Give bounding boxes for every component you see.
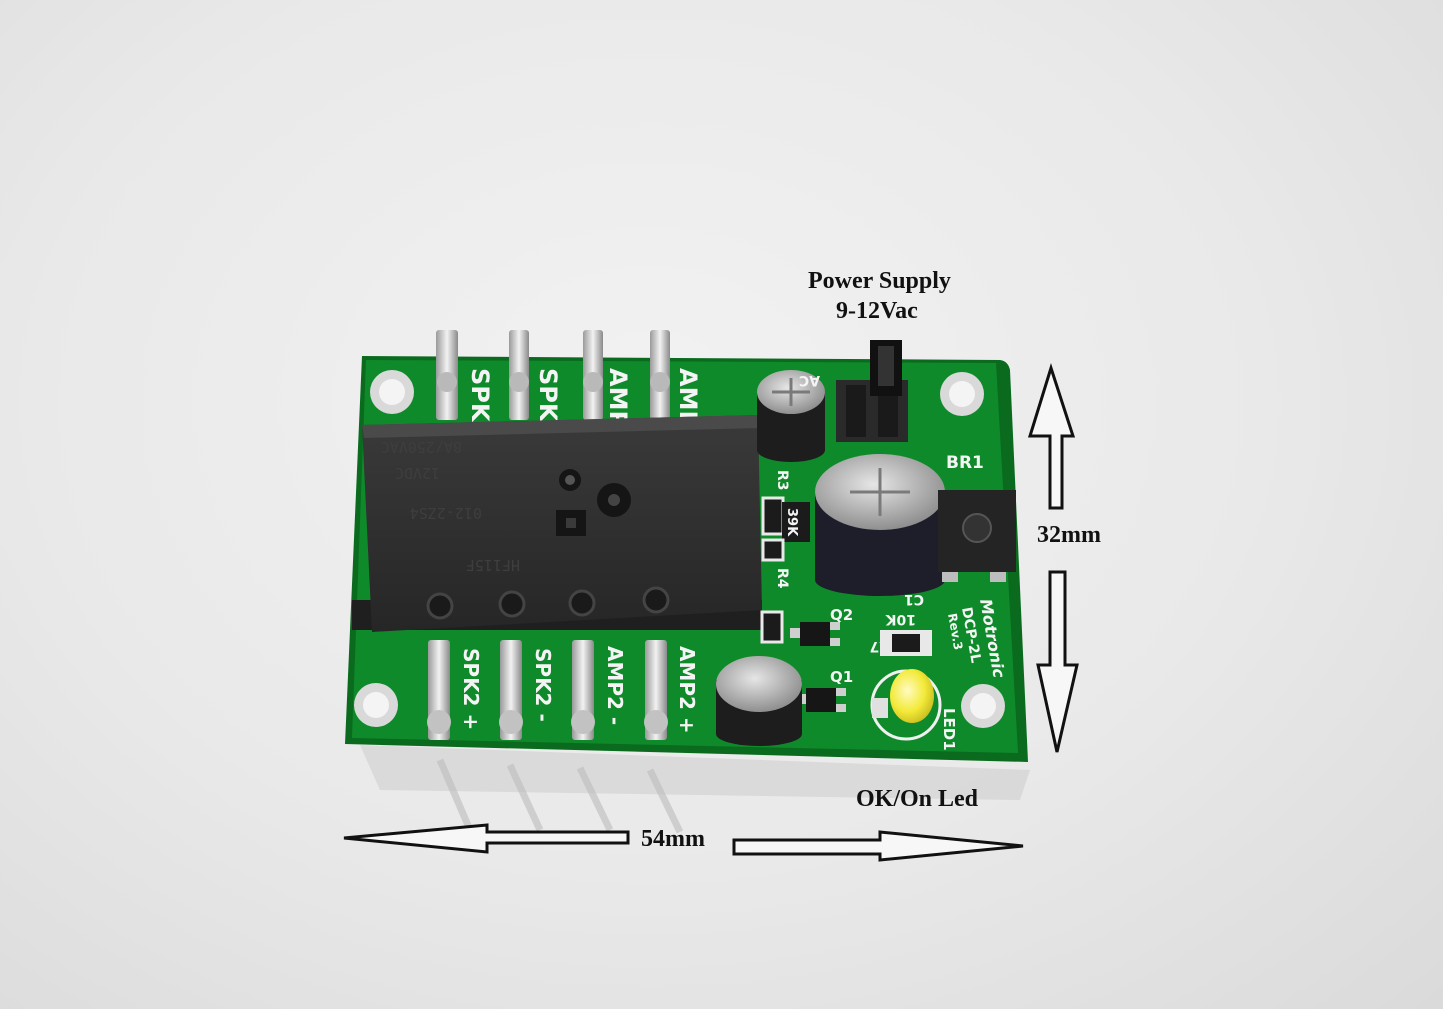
bottom-header-label: AMP2 - (603, 646, 627, 725)
width-arrow-left (343, 823, 630, 854)
power-connector (836, 340, 908, 442)
resistor-39k: 39K (782, 502, 810, 542)
bottom-header-label: SPK2 + (459, 648, 483, 730)
relay-pins (426, 586, 670, 620)
header-pin (427, 640, 451, 740)
mounting-hole (940, 372, 984, 416)
board-shadow (360, 745, 1030, 834)
c1-label: C1 (904, 591, 924, 607)
header-pin (499, 640, 523, 740)
header-pin (583, 330, 603, 420)
power-supply-label: Power Supply (808, 268, 951, 294)
top-header-label: AMP (604, 368, 632, 428)
smd-resistors: 39K (760, 496, 932, 656)
led-label: OK/On Led (856, 786, 979, 812)
r3-label: R3 (774, 470, 790, 491)
led-ref-label: LED1 (940, 708, 958, 751)
capacitor-small-top (757, 370, 825, 462)
mounting-hole (370, 370, 414, 414)
bridge-label: BR1 (946, 453, 984, 473)
mounting-hole (354, 683, 398, 727)
capacitor-small-bottom (716, 656, 802, 746)
mounting-holes (354, 370, 1005, 728)
q2-label: Q2 (830, 606, 853, 624)
relay-marking: HF115F (466, 556, 520, 574)
q1-label: Q1 (830, 668, 853, 686)
capacitor-large (815, 454, 945, 596)
top-header-label: SPK (534, 368, 562, 423)
power-supply-voltage: 9-12Vac (836, 298, 918, 324)
bridge-rectifier (938, 490, 1016, 582)
header-pin (650, 330, 670, 420)
dimension-arrows (343, 363, 1079, 862)
header-pin (436, 330, 458, 420)
transistor-q1 (796, 688, 846, 712)
header-pin (571, 640, 595, 740)
revision-label: Rev.3 (945, 612, 965, 651)
relay-marking: 12VDC (395, 464, 440, 482)
height-dimension-label: 32mm (1037, 522, 1101, 548)
top-header-label: SPK (466, 368, 494, 423)
r4-label: R4 (774, 568, 790, 589)
header-pin (644, 640, 668, 740)
height-arrow-up (1027, 363, 1076, 510)
width-dimension-label: 54mm (641, 826, 705, 852)
relay: 8A/250VAC 12VDC 012-2ZS4 HF115F (352, 415, 762, 632)
resistor-39k-label: 39K (784, 508, 799, 537)
relay-marking: 8A/250VAC (381, 438, 462, 456)
header-pin (509, 330, 529, 420)
transistors (790, 622, 846, 712)
resistor-10k-label: 10K (885, 611, 916, 627)
top-header-pins (436, 330, 670, 420)
transistor-q2 (790, 622, 840, 646)
ac-label: AC (799, 372, 820, 388)
ok-led (870, 669, 942, 741)
bottom-header-label: AMP2 + (675, 646, 699, 734)
height-arrow-down (1036, 570, 1079, 753)
width-arrow-right (732, 830, 1024, 862)
bottom-header-labels: SPK2 + SPK2 - AMP2 - AMP2 + (459, 646, 699, 734)
relay-marking: 012-2ZS4 (410, 504, 482, 522)
mounting-hole (961, 684, 1005, 728)
bottom-header-label: SPK2 - (531, 648, 555, 722)
bottom-header-pins (427, 640, 668, 740)
